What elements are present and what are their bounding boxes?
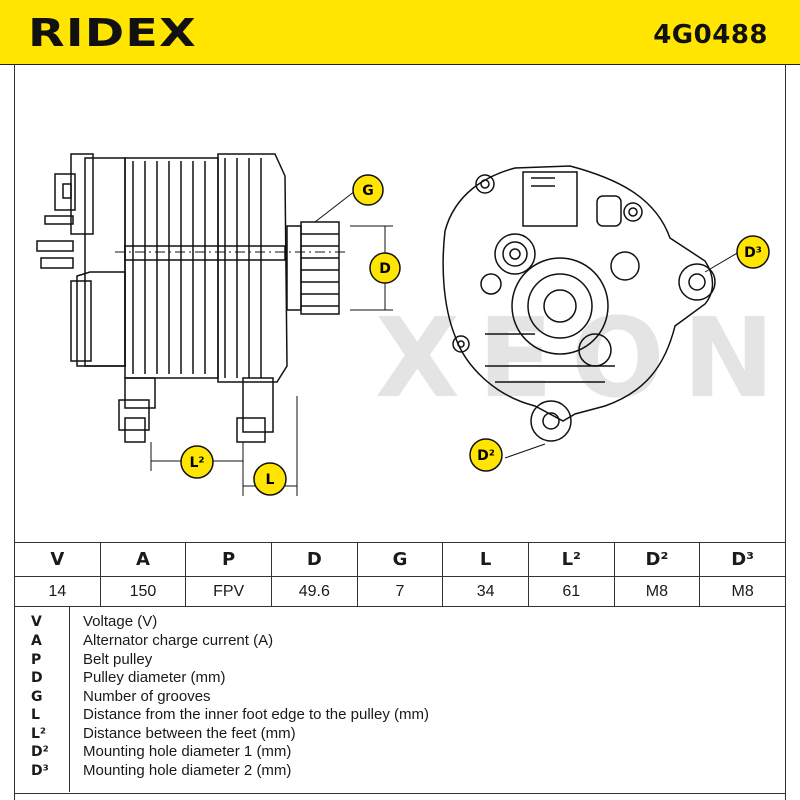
legend-description: Alternator charge current (A) bbox=[83, 632, 274, 649]
legend-box: V Voltage (V) A Alternator charge curren… bbox=[14, 606, 786, 794]
callout-l2: L² bbox=[180, 445, 214, 479]
callout-d3-label: D³ bbox=[744, 245, 762, 261]
callout-d2: D² bbox=[469, 438, 503, 472]
legend-description: Mounting hole diameter 1 (mm) bbox=[83, 743, 292, 760]
spec-header-cell: A bbox=[99, 542, 187, 577]
legend-row: G Number of grooves bbox=[15, 688, 785, 706]
content-frame bbox=[14, 64, 786, 800]
callout-g: G bbox=[352, 174, 384, 206]
callout-g-label: G bbox=[362, 183, 374, 199]
spec-value-cell: 61 bbox=[527, 576, 615, 607]
callout-l-label: L bbox=[266, 472, 275, 488]
legend-symbol: P bbox=[31, 652, 42, 668]
legend-row: P Belt pulley bbox=[15, 651, 785, 669]
watermark: XEON bbox=[375, 294, 785, 422]
spec-header-cell: D bbox=[270, 542, 358, 577]
callout-d2-label: D² bbox=[477, 448, 495, 464]
legend-row: A Alternator charge current (A) bbox=[15, 632, 785, 650]
legend-row: D Pulley diameter (mm) bbox=[15, 669, 785, 687]
legend-description: Number of grooves bbox=[83, 688, 211, 705]
alternator-drawing: XEON bbox=[36, 153, 785, 496]
part-number: 4G0488 bbox=[653, 20, 768, 50]
alternator-front-view bbox=[442, 165, 716, 442]
spec-value-cell: M8 bbox=[613, 576, 701, 607]
brand-logo: RIDEX bbox=[28, 11, 198, 55]
alternator-side-view bbox=[36, 153, 345, 443]
callout-l2-label: L² bbox=[189, 455, 204, 471]
spec-header-cell: D³ bbox=[699, 542, 786, 577]
spec-header-cell: L² bbox=[527, 542, 615, 577]
legend-symbol: D³ bbox=[31, 763, 49, 779]
legend-description: Pulley diameter (mm) bbox=[83, 669, 226, 686]
legend-description: Distance from the inner foot edge to the… bbox=[83, 706, 429, 723]
legend-description: Distance between the feet (mm) bbox=[83, 725, 296, 742]
legend-symbol: V bbox=[31, 614, 42, 630]
spec-header-cell: V bbox=[14, 542, 101, 577]
spec-value-cell: 34 bbox=[442, 576, 529, 607]
spec-value-cell: 150 bbox=[99, 576, 187, 607]
callout-leaders bbox=[504, 251, 740, 459]
legend-symbol: L² bbox=[31, 726, 47, 742]
spec-table: V A P D G L L² D² D³ 14 150 FPV 49.6 7 3… bbox=[14, 542, 786, 607]
callout-d-label: D bbox=[379, 261, 391, 277]
spec-header-cell: G bbox=[356, 542, 444, 577]
spec-value-row: 14 150 FPV 49.6 7 34 61 M8 M8 bbox=[14, 576, 786, 607]
spec-value-cell: 14 bbox=[14, 576, 101, 607]
spec-header-cell: D² bbox=[613, 542, 701, 577]
legend-description: Mounting hole diameter 2 (mm) bbox=[83, 762, 292, 779]
legend-symbol: D bbox=[31, 670, 43, 686]
legend-symbol: G bbox=[31, 689, 43, 705]
spec-value-cell: FPV bbox=[185, 576, 272, 607]
spec-value-cell: M8 bbox=[699, 576, 786, 607]
legend-row: L Distance from the inner foot edge to t… bbox=[15, 706, 785, 724]
callout-l: L bbox=[253, 462, 287, 496]
header-bar: RIDEX 4G0488 bbox=[0, 0, 800, 65]
legend-row: D² Mounting hole diameter 1 (mm) bbox=[15, 743, 785, 761]
callout-d3: D³ bbox=[736, 235, 770, 269]
legend-row: V Voltage (V) bbox=[15, 613, 785, 631]
spec-header-cell: L bbox=[442, 542, 529, 577]
callout-d: D bbox=[369, 252, 401, 284]
legend-divider bbox=[69, 606, 70, 792]
legend-row: D³ Mounting hole diameter 2 (mm) bbox=[15, 762, 785, 780]
legend-symbol: L bbox=[31, 707, 40, 723]
legend-row: L² Distance between the feet (mm) bbox=[15, 725, 785, 743]
legend-description: Belt pulley bbox=[83, 651, 153, 668]
spec-header-cell: P bbox=[185, 542, 272, 577]
legend-symbol: A bbox=[31, 633, 42, 649]
legend-symbol: D² bbox=[31, 744, 49, 760]
spec-header-row: V A P D G L L² D² D³ bbox=[14, 542, 786, 577]
spec-value-cell: 7 bbox=[356, 576, 444, 607]
legend-description: Voltage (V) bbox=[83, 613, 158, 630]
spec-value-cell: 49.6 bbox=[270, 576, 358, 607]
